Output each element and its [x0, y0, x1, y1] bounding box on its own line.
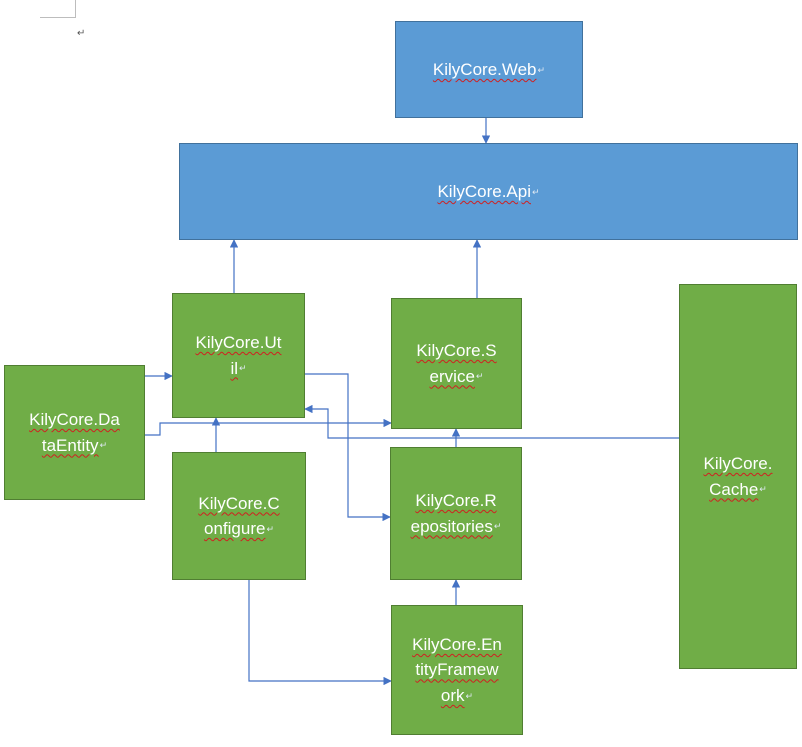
node-kilycore-web[interactable]: KilyCore.Web↵	[395, 21, 583, 118]
paragraph-mark: ↵	[77, 28, 86, 39]
node-label-line: KilyCore.Api	[437, 181, 531, 201]
node-label-line: KilyCore.Da	[29, 410, 120, 429]
node-label-line: KilyCore.C	[198, 493, 280, 513]
node-label-line: epositories	[410, 516, 493, 536]
node-label-line: ervice	[429, 366, 475, 386]
node-kilycore-api[interactable]: KilyCore.Api↵	[179, 143, 798, 240]
node-kilycore-cache[interactable]: KilyCore. Cache↵	[679, 284, 797, 669]
node-label-line: onfigure	[204, 519, 266, 538]
node-kilycore-dataentity[interactable]: KilyCore.Da taEntity↵	[4, 365, 145, 500]
node-label-line: Cache	[709, 479, 759, 499]
node-label-line: il	[230, 358, 238, 378]
node-label-line: ork	[440, 685, 465, 705]
node-label-line: KilyCore.	[703, 454, 773, 473]
node-kilycore-entityframework[interactable]: KilyCore.En tityFramew ork↵	[391, 605, 523, 735]
node-label-line: taEntity	[41, 435, 99, 455]
connector-util-repositories	[305, 373, 391, 522]
connector-cache-util	[304, 404, 679, 439]
node-label-line: KilyCore.S	[416, 341, 497, 360]
node-label-line: KilyCore.Ut	[195, 333, 282, 352]
node-kilycore-util[interactable]: KilyCore.Ut il↵	[172, 293, 305, 418]
node-kilycore-service[interactable]: KilyCore.S ervice↵	[391, 298, 522, 429]
node-label-line: KilyCore.R	[415, 491, 497, 510]
node-label-line: KilyCore.Web	[432, 59, 537, 79]
node-label-line: KilyCore.En	[412, 634, 502, 654]
page-corner-mark	[40, 0, 76, 18]
node-label-line: tityFramew	[415, 660, 499, 680]
node-kilycore-repositories[interactable]: KilyCore.R epositories↵	[390, 447, 522, 580]
connector-configure-entityframework	[248, 580, 392, 686]
node-kilycore-configure[interactable]: KilyCore.C onfigure↵	[172, 452, 306, 580]
connector-dataentity-service	[145, 418, 392, 436]
